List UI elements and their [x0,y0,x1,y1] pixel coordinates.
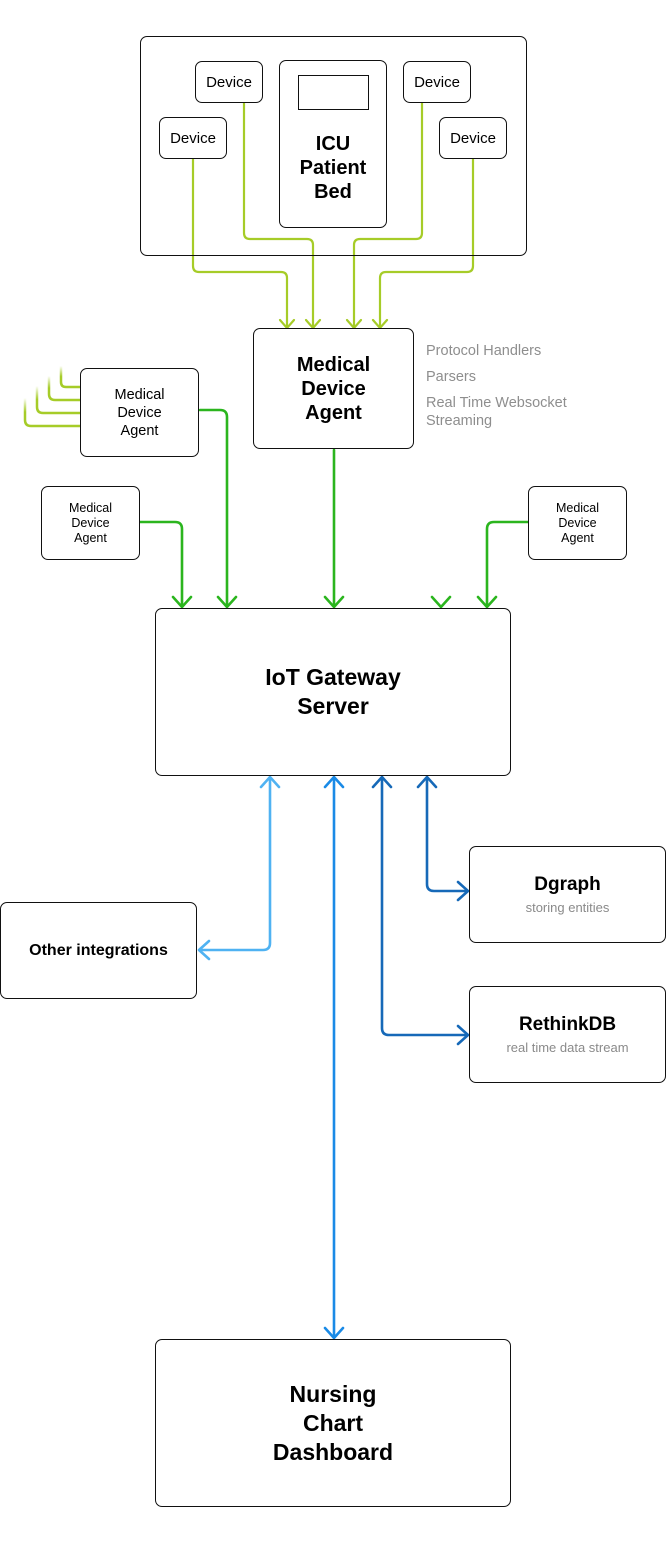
arrowhead [171,595,193,609]
wire-device-1 [191,156,289,329]
wire-device-2 [242,101,315,329]
icu-patient-bed[interactable]: ICU Patient Bed [279,60,387,228]
wire-rethinkdb [380,776,469,1037]
arrowhead [416,775,438,789]
wire-agent-b [198,408,229,608]
agent-label: Medical Device Agent [555,500,600,545]
icu-bed-label: ICU Patient Bed [299,133,367,203]
agent-notes: Protocol Handlers Parsers Real Time Webs… [426,342,596,438]
medical-device-agent[interactable]: Medical Device Agent [80,368,199,457]
arrowhead [323,1326,345,1340]
input-wire [47,376,80,402]
monitor-screen-icon [297,75,369,110]
agent-label: Medical Device Agent [296,353,371,424]
device-box[interactable]: Device [403,61,471,103]
arrowhead [216,595,238,609]
wire-agent-a [138,520,184,608]
arrowhead [259,775,281,789]
note-protocol-handlers: Protocol Handlers [426,343,542,359]
dashboard-label: Nursing Chart Dashboard [272,1380,394,1465]
device-label: Device [414,73,460,91]
other-integrations[interactable]: Other integrations [0,902,197,999]
medical-device-agent[interactable]: Medical Device Agent [528,486,627,560]
wire-device-3 [352,101,424,329]
main-medical-device-agent[interactable]: Medical Device Agent [253,328,414,449]
medical-device-agent[interactable]: Medical Device Agent [41,486,140,560]
input-wire [35,386,80,415]
device-label: Device [206,73,252,91]
arrowhead [476,595,498,609]
iot-gateway-server[interactable]: IoT Gateway Server [155,608,511,776]
arrowhead [323,775,345,789]
db-description: real time data stream [506,1040,629,1055]
other-integrations-label: Other integrations [29,941,168,959]
db-name: RethinkDB [518,1014,617,1035]
arrowhead [197,939,211,961]
note-websocket-streaming: Real Time Websocket Streaming [426,395,567,429]
device-box[interactable]: Device [195,61,263,103]
db-name: Dgraph [534,874,601,895]
device-label: Device [450,129,496,147]
agent-label: Medical Device Agent [114,386,165,439]
arrowhead [323,595,345,609]
gateway-label: IoT Gateway Server [265,664,401,719]
dgraph-database[interactable]: Dgraph storing entities [469,846,666,943]
device-box[interactable]: Device [159,117,227,159]
wire-device-4 [378,156,475,329]
agent-label: Medical Device Agent [68,500,113,545]
arrowhead [456,1024,470,1046]
arrowhead [456,880,470,902]
icu-room-container [140,36,527,256]
note-parsers: Parsers [426,369,476,385]
nursing-chart-dashboard[interactable]: Nursing Chart Dashboard [155,1339,511,1507]
wire-dgraph [425,776,469,893]
device-label: Device [170,129,216,147]
arrowhead [430,595,452,609]
arrowhead [371,775,393,789]
wire-agent-c [485,520,530,608]
wire-other-integrations [198,776,272,952]
device-box[interactable]: Device [439,117,507,159]
input-wire [59,366,80,389]
input-wire [23,398,80,428]
db-description: storing entities [525,900,610,915]
rethinkdb-database[interactable]: RethinkDB real time data stream [469,986,666,1083]
